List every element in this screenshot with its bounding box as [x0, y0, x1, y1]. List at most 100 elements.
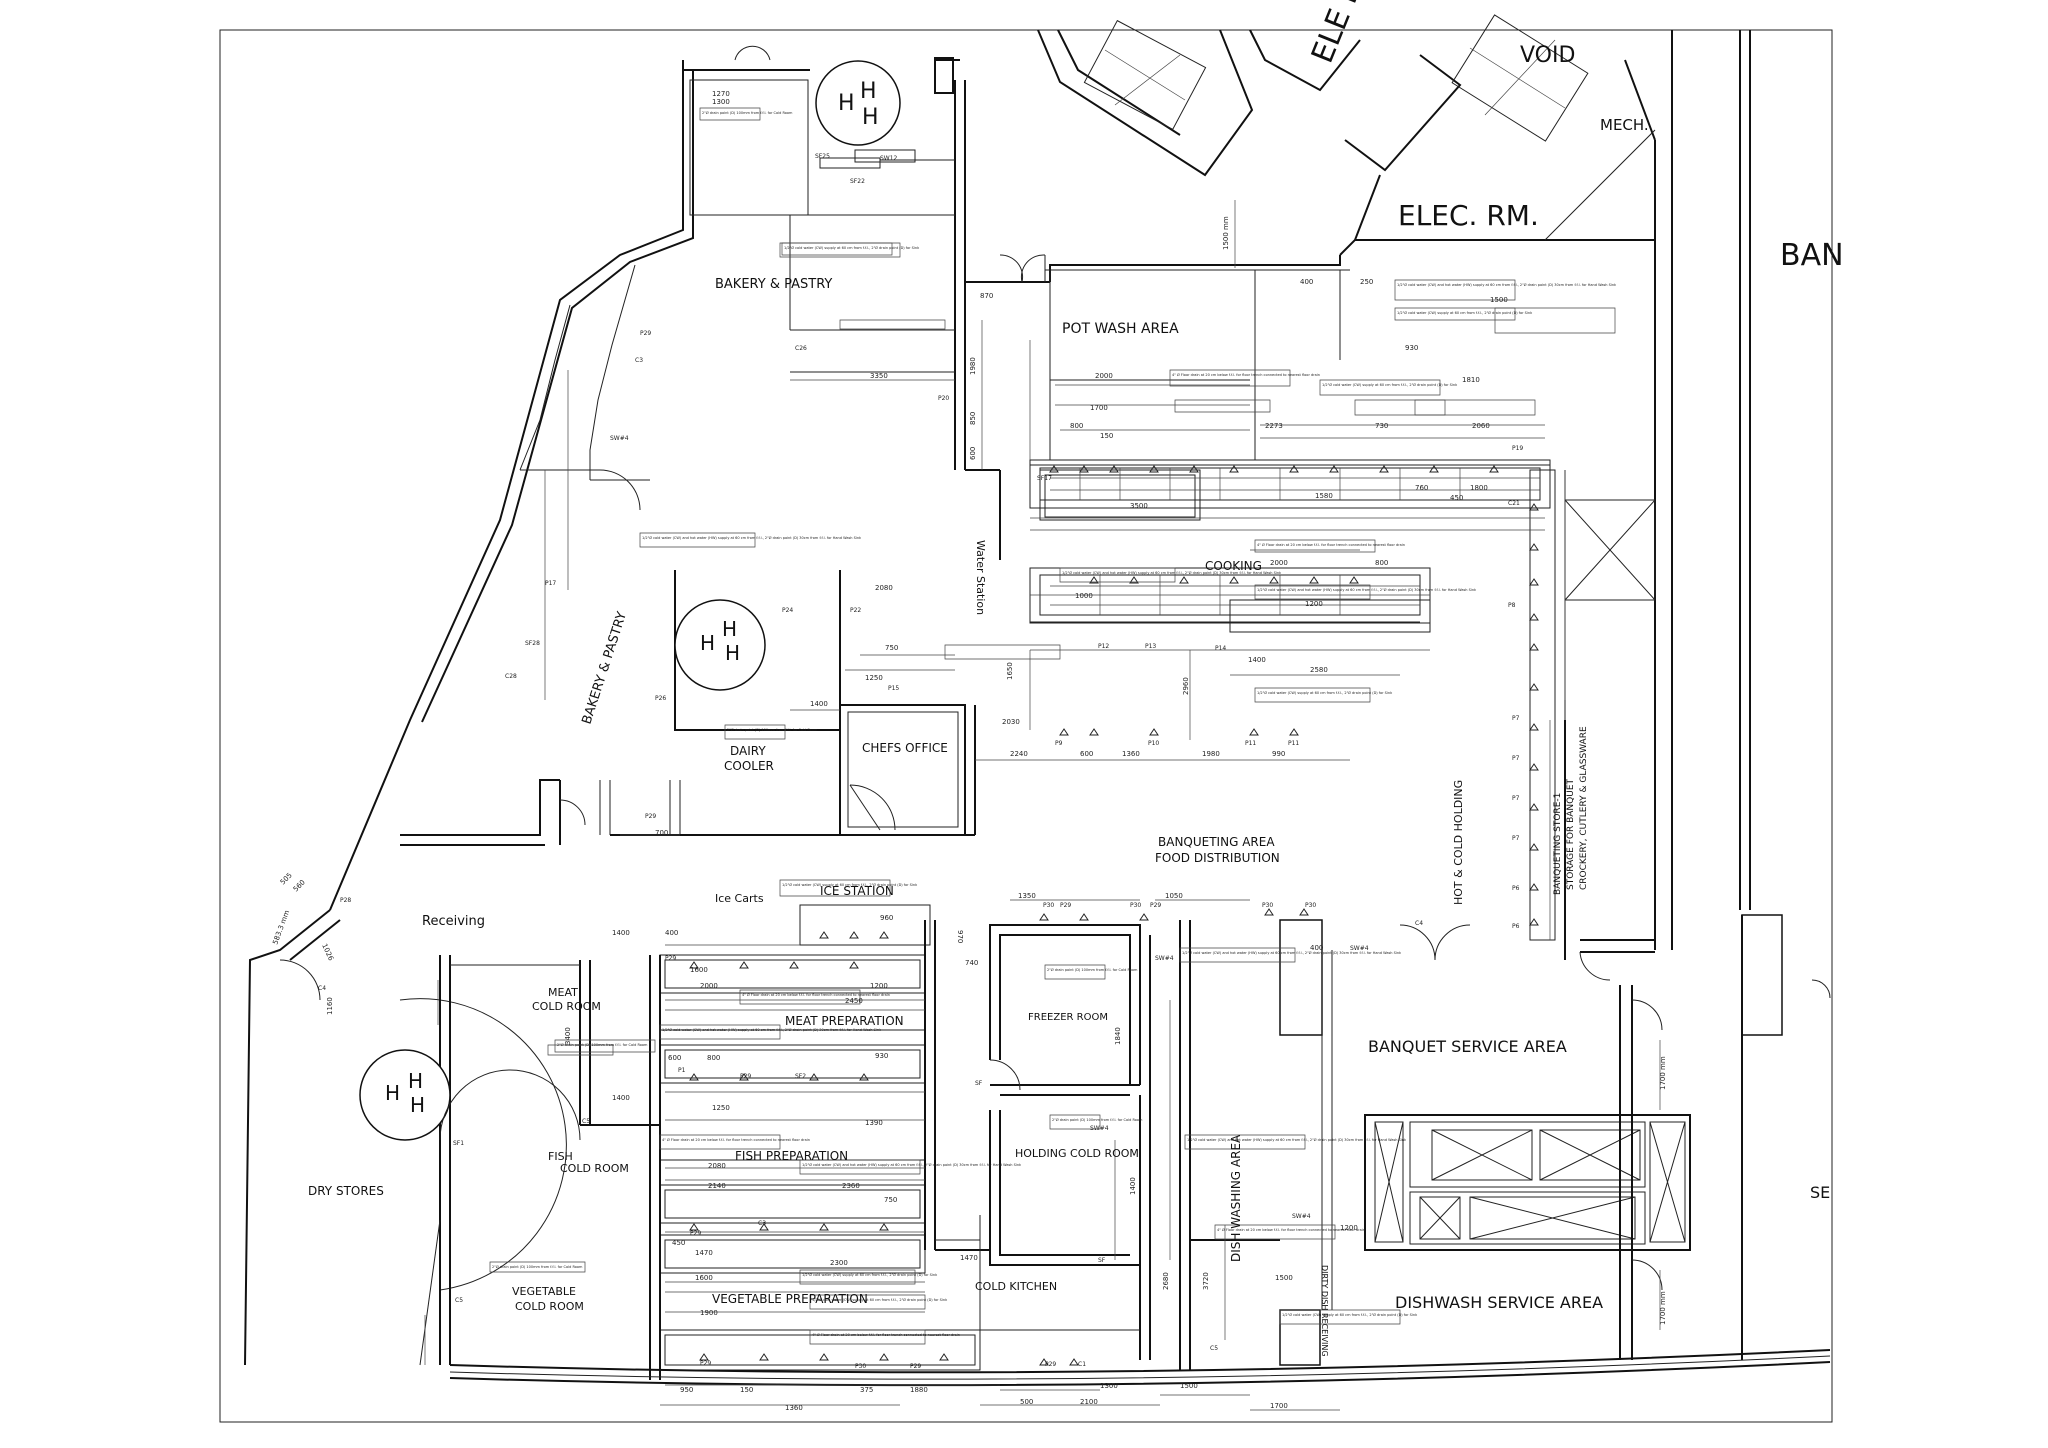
note-hot-cold: 1/2"Ø cold water (CW) and hot water (HW)…: [1187, 1137, 1407, 1142]
dim: 1050: [1165, 892, 1183, 900]
tag: SW#4: [1155, 955, 1174, 962]
bottom-wall-band: [450, 1350, 1830, 1385]
label-crockery: CROCKERY, CUTLERY & GLASSWARE: [1579, 726, 1589, 890]
dim: 500: [1020, 1398, 1033, 1406]
tag: SF25: [815, 153, 830, 160]
right-equipment-column: [1530, 470, 1655, 940]
dim: 1026: [320, 942, 335, 962]
note-drain: 2"Ø drain point (D) 100mm from f.f.l. fo…: [492, 1264, 583, 1269]
dim: 400: [1310, 944, 1323, 952]
tag: SW#4: [1292, 1213, 1311, 1220]
dim: 150: [740, 1386, 753, 1394]
svg-text:H: H: [408, 1069, 423, 1093]
tag: P7: [1512, 835, 1520, 842]
dim: 1500 mm: [1222, 216, 1230, 250]
tag: P29: [1150, 902, 1161, 909]
tag: P6: [1512, 923, 1520, 930]
right-lower-walls: [1620, 915, 1830, 1360]
note-callouts: [490, 108, 1615, 1344]
dim: 600: [668, 1054, 681, 1062]
dim: 1360: [1122, 750, 1140, 758]
dim: 3400: [564, 1027, 572, 1045]
tag: P13: [1145, 643, 1156, 650]
dairy-cooler: H H H: [675, 570, 840, 730]
tag: P22: [850, 607, 861, 614]
note-floor-drain: 4" Ø Floor drain at 20 cm below f.f.l. f…: [662, 1137, 810, 1142]
note-cold: 1/2"Ø cold water (CW) supply at 60 cm fr…: [802, 1272, 938, 1277]
dishwash-area: [1180, 920, 1332, 1370]
tag: P30: [1305, 902, 1316, 909]
dim: 2680: [1162, 1272, 1170, 1290]
dim: 970: [956, 930, 964, 943]
label-fish-preparation: FISH PREPARATION: [735, 1149, 848, 1163]
dim: 1580: [1315, 492, 1333, 500]
tag: P15: [888, 685, 899, 692]
tag: P20: [938, 395, 949, 402]
bakery-angled-wall: [520, 265, 650, 510]
note-floor-drain: 4" Ø Floor drain at 20 cm below f.f.l. f…: [812, 1332, 960, 1337]
tag: P29: [700, 1360, 711, 1367]
tag: C3: [635, 357, 643, 364]
svg-text:H: H: [385, 1081, 400, 1105]
dim: 870: [980, 292, 993, 300]
dim: 750: [885, 644, 898, 652]
dim: 3720: [1202, 1272, 1210, 1290]
dim: 2100: [1080, 1398, 1098, 1406]
drawing-frame: [220, 30, 1832, 1422]
lower-left-walls: [245, 910, 566, 1365]
dim: 2030: [1002, 718, 1020, 726]
note-hot-cold: 1/2"Ø cold water (CW) and hot water (HW)…: [1397, 282, 1617, 287]
tag: SF17: [1037, 475, 1052, 482]
tag: P11: [1245, 740, 1256, 747]
note-cold: 1/2"Ø cold water (CW) supply at 60 cm fr…: [784, 245, 920, 250]
label-food-distribution: FOOD DISTRIBUTION: [1155, 851, 1280, 865]
dim: 1600: [695, 1274, 713, 1282]
label-pot-wash-area: POT WASH AREA: [1062, 321, 1179, 337]
elevator-lobby-block: [1038, 15, 1750, 950]
dim: 1880: [910, 1386, 928, 1394]
meat-cold-room: [440, 960, 660, 1140]
label-mech: MECH.: [1600, 116, 1649, 134]
dim: 2000: [1270, 559, 1288, 567]
tag: C5: [455, 1297, 463, 1304]
tag: P30: [855, 1363, 866, 1370]
tag: C5: [1210, 1345, 1218, 1352]
svg-text:H: H: [722, 617, 737, 641]
dim: 1700 mm: [1659, 1056, 1667, 1090]
dim: 800: [1375, 559, 1388, 567]
label-water-station: Water Station: [974, 540, 987, 615]
dim: 750: [884, 1196, 897, 1204]
label-ban-partial: BAN: [1780, 238, 1844, 273]
note-drain: 2"Ø drain point (D) 100mm from f.f.l. fo…: [702, 110, 793, 115]
tag: P30: [1262, 902, 1273, 909]
label-vegetable-preparation: VEGETABLE PREPARATION: [712, 1292, 868, 1306]
note-hot-cold: 1/2"Ø cold water (CW) and hot water (HW)…: [1182, 950, 1402, 955]
tag: SW#4: [610, 435, 629, 442]
dim: 1200: [1305, 600, 1323, 608]
tag: SW#4: [1090, 1125, 1109, 1132]
dim: 375: [860, 1386, 873, 1394]
dim: 740: [965, 959, 978, 967]
tag: P24: [782, 607, 793, 614]
dim: 1160: [326, 997, 334, 1015]
dim: 800: [707, 1054, 720, 1062]
dim: 3350: [870, 372, 888, 380]
dim: 1500: [1490, 296, 1508, 304]
note-cold: 1/2"Ø cold water (CW) supply at 60 cm fr…: [1282, 1312, 1418, 1317]
dim: 1700 mm: [1659, 1291, 1667, 1325]
tag: C4: [1415, 920, 1423, 927]
pot-wash-walls: [1045, 255, 1350, 460]
tag: P8: [1508, 602, 1516, 609]
dim: 2960: [1182, 677, 1190, 695]
label-cooking: COOKING: [1205, 559, 1262, 573]
cooking-equipment-detail: [1050, 468, 1540, 615]
dim: 950: [680, 1386, 693, 1394]
dim: 1400: [612, 1094, 630, 1102]
tag: P6: [1512, 885, 1520, 892]
label-elec-rm: ELEC. RM.: [1398, 199, 1539, 232]
tag: C21: [1508, 500, 1520, 507]
dim: 1700: [1090, 404, 1108, 412]
label-chefs-office: CHEFS OFFICE: [862, 741, 948, 755]
label-void: VOID: [1520, 43, 1575, 68]
